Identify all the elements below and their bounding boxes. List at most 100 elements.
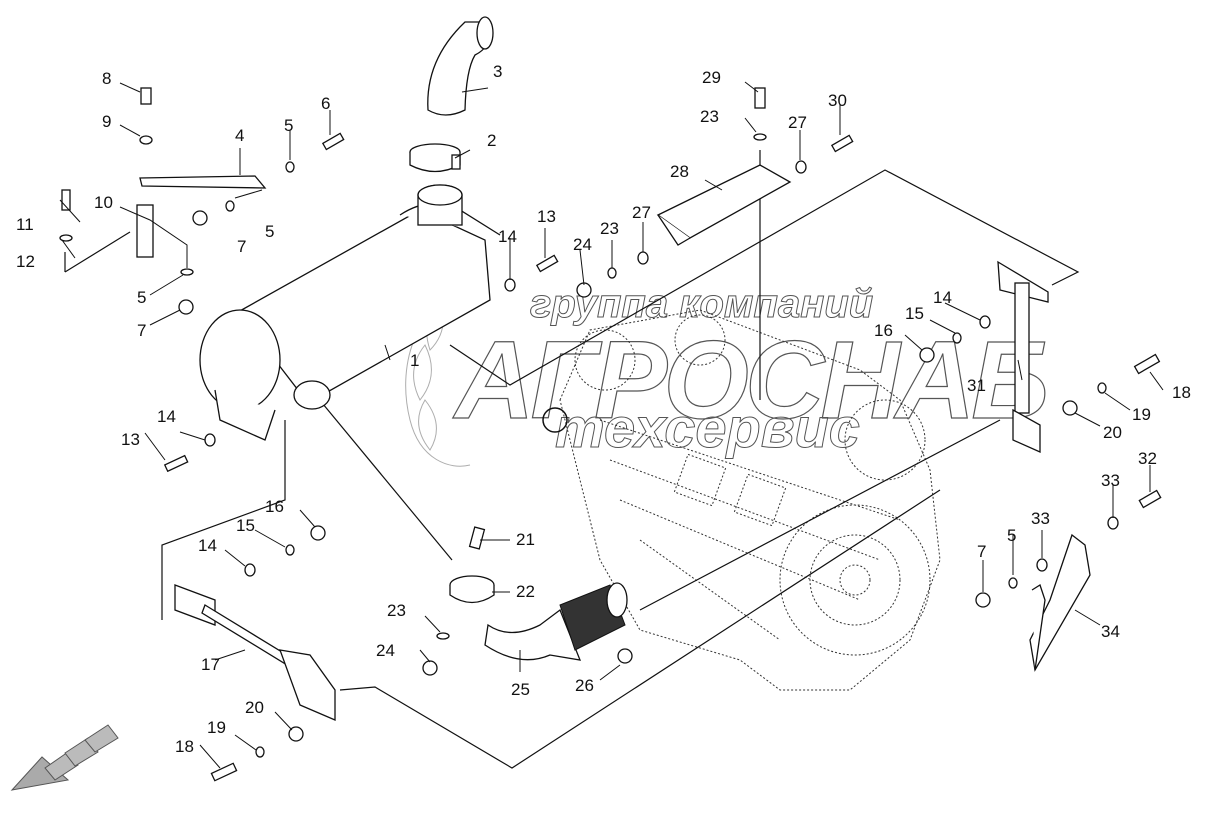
callout-15: 15 bbox=[905, 304, 924, 323]
callout-19: 19 bbox=[1132, 405, 1151, 424]
bolt-icon bbox=[468, 526, 486, 550]
front-direction-arrow bbox=[10, 724, 119, 791]
callout-18: 18 bbox=[175, 737, 194, 756]
washer-icon bbox=[753, 133, 767, 141]
gusset-bracket bbox=[1029, 533, 1091, 672]
callout-labels: 1 2 3 4 5 5 5 5 6 7 7 7 8 9 10 11 12 13 … bbox=[16, 62, 1191, 756]
callout-23: 23 bbox=[600, 219, 619, 238]
exhaust-elbow-pipe bbox=[427, 16, 494, 116]
callout-5: 5 bbox=[1007, 526, 1016, 545]
callout-3: 3 bbox=[493, 62, 502, 81]
washer-icon bbox=[180, 268, 194, 276]
callout-7: 7 bbox=[137, 321, 146, 340]
callout-27: 27 bbox=[632, 203, 651, 222]
washer-icon bbox=[285, 544, 295, 556]
nut-icon bbox=[576, 282, 592, 298]
callout-14: 14 bbox=[498, 227, 517, 246]
callout-1: 1 bbox=[410, 351, 419, 370]
callout-16: 16 bbox=[874, 321, 893, 340]
bolt-icon bbox=[321, 132, 345, 151]
washer-icon bbox=[139, 135, 153, 145]
bolt-icon bbox=[210, 762, 238, 782]
washer-icon bbox=[979, 315, 991, 329]
callout-9: 9 bbox=[102, 112, 111, 131]
callout-33: 33 bbox=[1031, 509, 1050, 528]
bolt-icon bbox=[61, 189, 71, 211]
callout-23: 23 bbox=[700, 107, 719, 126]
nut-icon bbox=[422, 660, 438, 676]
callout-14: 14 bbox=[933, 288, 952, 307]
muffler bbox=[199, 184, 501, 441]
pipe-clamp bbox=[449, 575, 495, 604]
washer-icon bbox=[607, 267, 617, 279]
support-bracket bbox=[174, 584, 336, 721]
callout-29: 29 bbox=[702, 68, 721, 87]
callout-22: 22 bbox=[516, 582, 535, 601]
callout-31: 31 bbox=[967, 376, 986, 395]
callout-7: 7 bbox=[237, 237, 246, 256]
callout-34: 34 bbox=[1101, 622, 1120, 641]
washer-icon bbox=[204, 433, 216, 447]
watermark-line2: АГРОСНАБ bbox=[452, 319, 1045, 442]
callout-18: 18 bbox=[1172, 383, 1191, 402]
callout-10: 10 bbox=[94, 193, 113, 212]
callout-12: 12 bbox=[16, 252, 35, 271]
nut-icon bbox=[919, 347, 935, 363]
callout-13: 13 bbox=[537, 207, 556, 226]
flex-exhaust-pipe bbox=[484, 582, 628, 661]
callout-5: 5 bbox=[265, 222, 274, 241]
callout-17: 17 bbox=[201, 655, 220, 674]
bolt-icon bbox=[535, 254, 559, 273]
callout-20: 20 bbox=[245, 698, 264, 717]
callout-30: 30 bbox=[828, 91, 847, 110]
callout-5: 5 bbox=[137, 288, 146, 307]
callout-21: 21 bbox=[516, 530, 535, 549]
callout-24: 24 bbox=[573, 235, 592, 254]
washer-icon bbox=[436, 632, 450, 640]
callout-20: 20 bbox=[1103, 423, 1122, 442]
washer-icon bbox=[285, 161, 295, 173]
nut-icon bbox=[310, 525, 326, 541]
clamp bbox=[409, 143, 461, 173]
assembly-lines bbox=[64, 150, 1080, 769]
fasteners bbox=[59, 87, 1162, 782]
support-post bbox=[997, 260, 1049, 454]
washer-icon bbox=[244, 563, 256, 577]
callout-23: 23 bbox=[387, 601, 406, 620]
callout-24: 24 bbox=[376, 641, 395, 660]
washer-icon bbox=[1107, 516, 1119, 530]
spacer-icon bbox=[288, 726, 304, 742]
callout-19: 19 bbox=[207, 718, 226, 737]
nut-icon bbox=[617, 648, 633, 664]
callout-27: 27 bbox=[788, 113, 807, 132]
watermark-line3: техсервис bbox=[555, 396, 860, 459]
callout-7: 7 bbox=[977, 542, 986, 561]
bolt-icon bbox=[830, 134, 854, 153]
callout-14: 14 bbox=[157, 407, 176, 426]
callout-33: 33 bbox=[1101, 471, 1120, 490]
washer-icon bbox=[637, 251, 649, 265]
washer-icon bbox=[1036, 558, 1048, 572]
bolt-icon bbox=[1138, 489, 1162, 509]
bolt-icon bbox=[140, 87, 152, 105]
washer-icon bbox=[225, 200, 235, 212]
washer-icon bbox=[795, 160, 807, 174]
watermark: группа компаний АГРОСНАБ техсервис bbox=[405, 282, 1050, 467]
callout-13: 13 bbox=[121, 430, 140, 449]
bolt-icon bbox=[754, 87, 766, 109]
washer-icon bbox=[59, 234, 73, 242]
callout-4: 4 bbox=[235, 126, 244, 145]
washer-icon bbox=[1097, 382, 1107, 394]
callout-16: 16 bbox=[265, 497, 284, 516]
callout-11: 11 bbox=[16, 215, 34, 234]
callout-28: 28 bbox=[670, 162, 689, 181]
callout-8: 8 bbox=[102, 69, 111, 88]
nut-icon bbox=[178, 299, 194, 315]
bolt-icon bbox=[1133, 353, 1161, 375]
spacer-icon bbox=[1062, 400, 1078, 416]
washer-icon bbox=[255, 746, 265, 758]
callout-15: 15 bbox=[236, 516, 255, 535]
engine-block bbox=[542, 309, 941, 691]
callout-32: 32 bbox=[1138, 449, 1157, 468]
